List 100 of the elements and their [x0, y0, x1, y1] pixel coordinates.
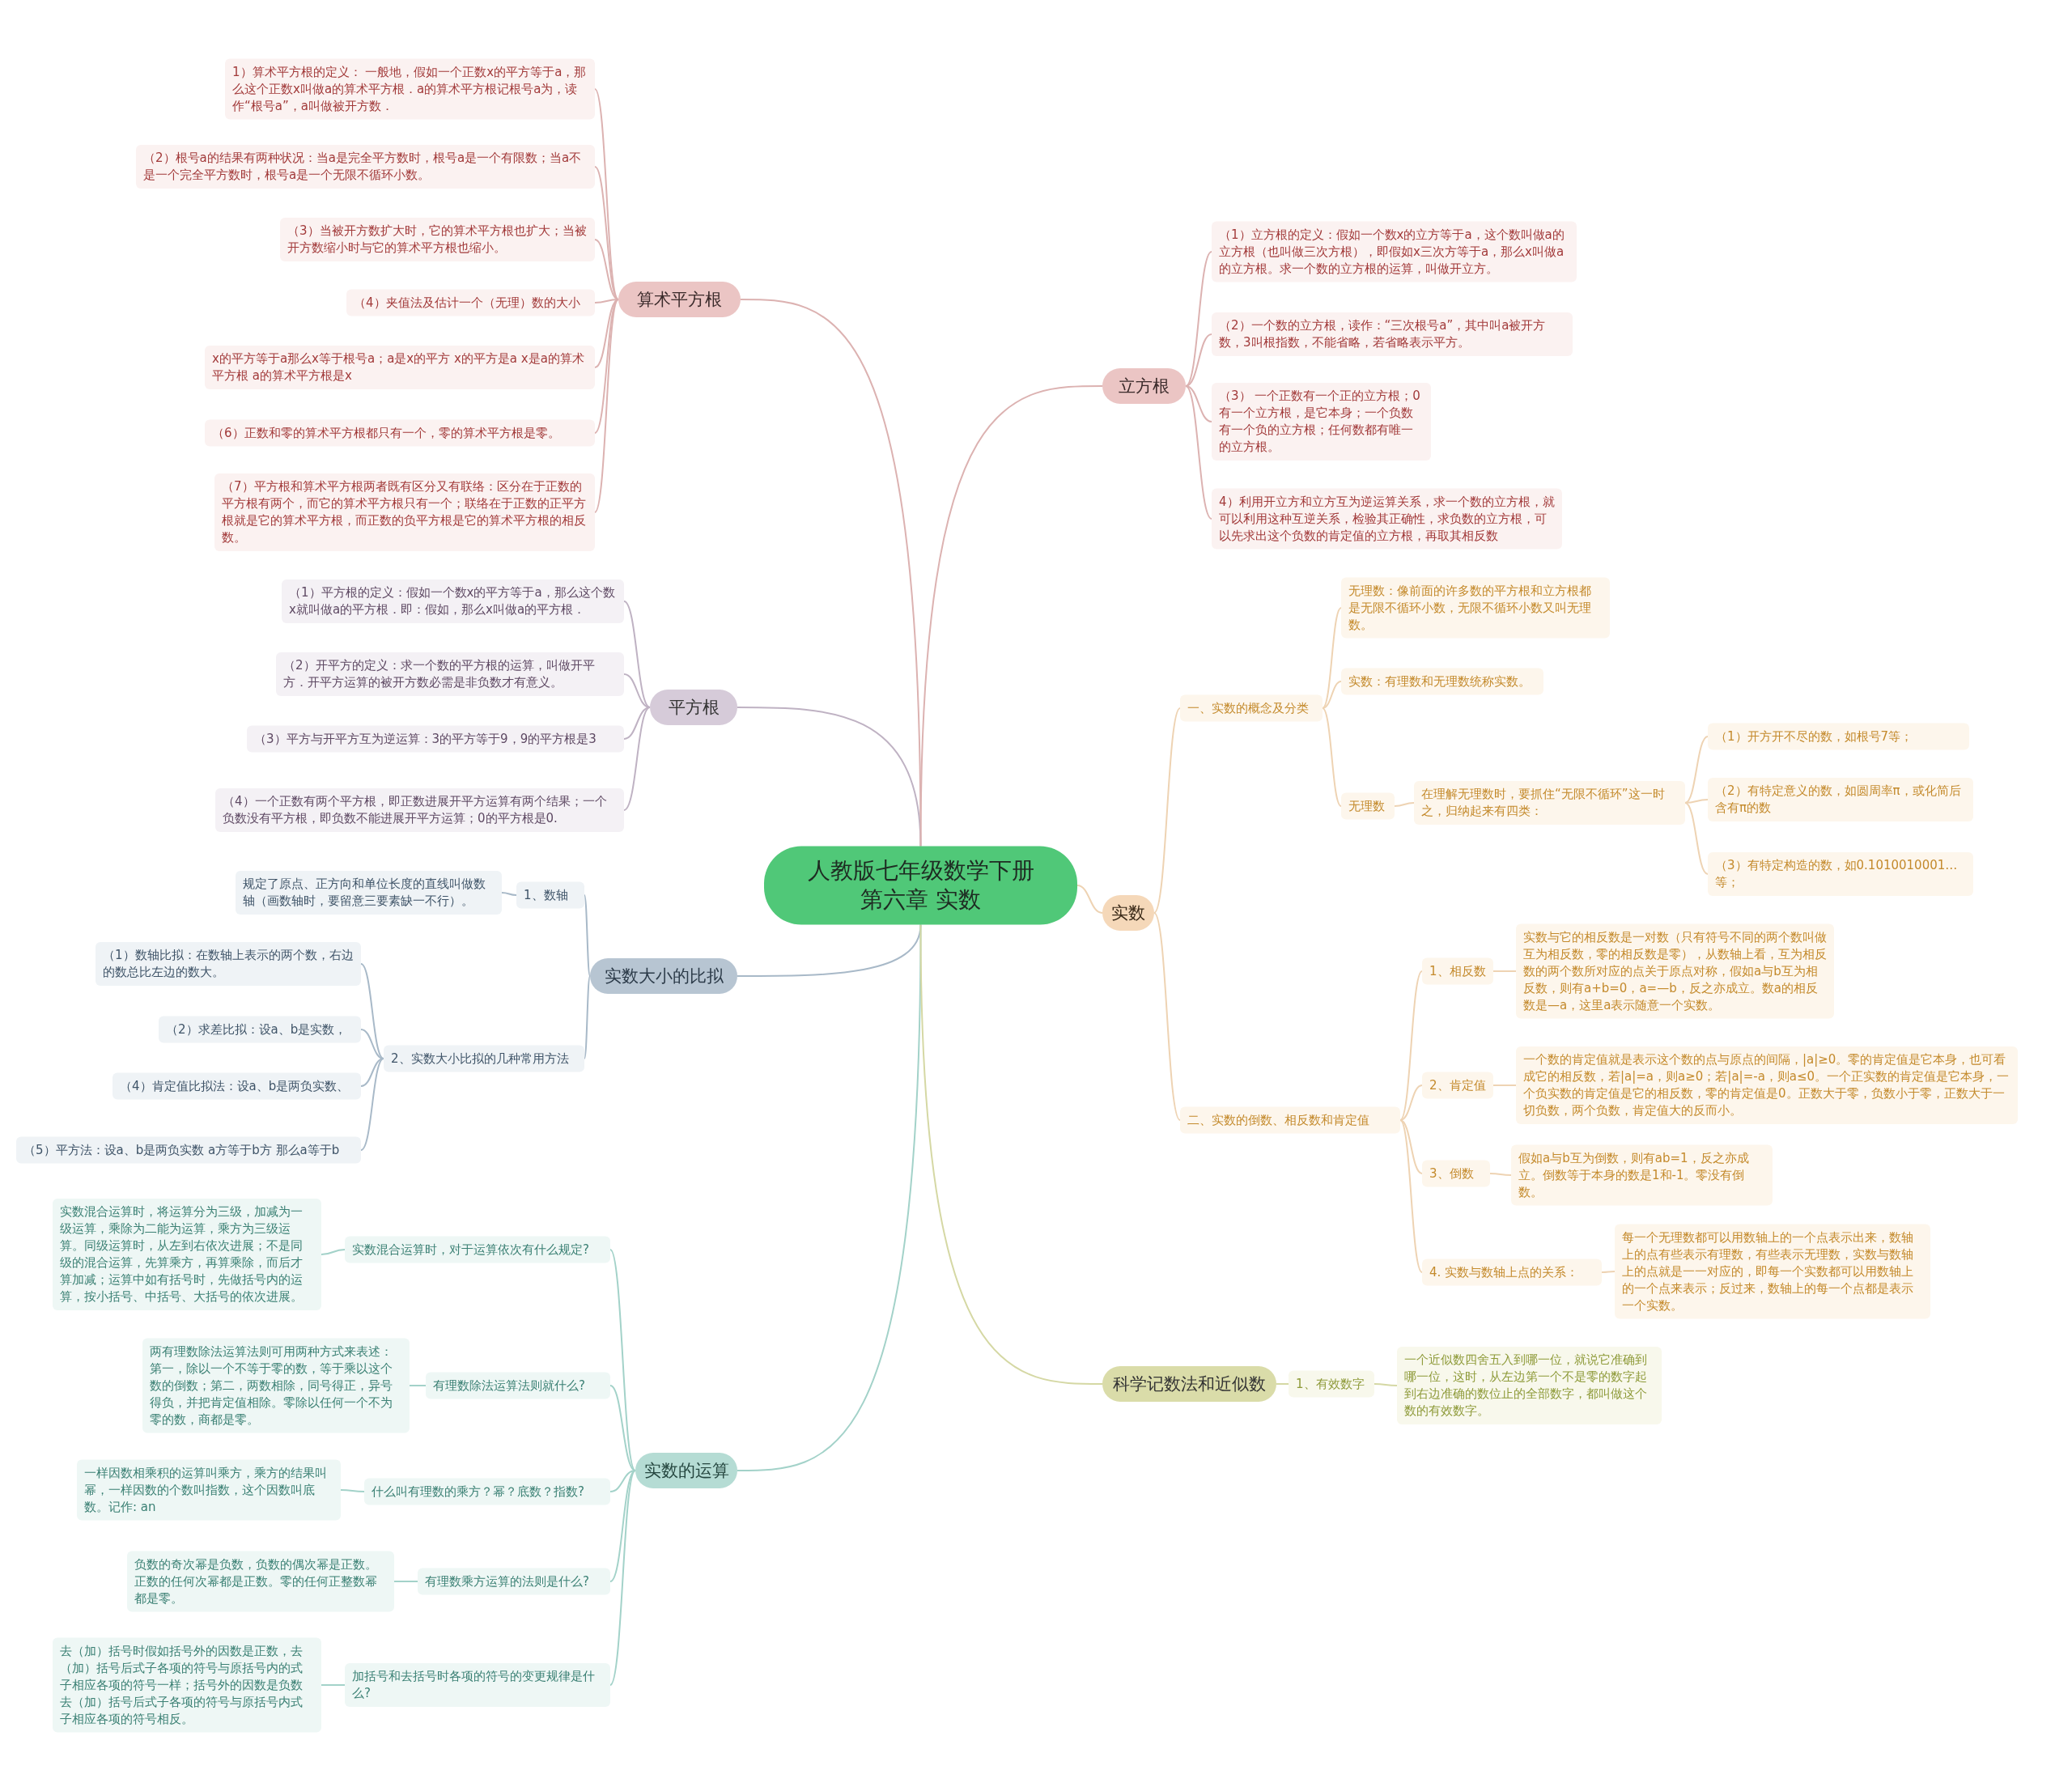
- connector-line: [1684, 736, 1709, 804]
- connector-line: [584, 975, 591, 1059]
- note-card: [1422, 1259, 1602, 1286]
- note-card: [345, 1236, 610, 1263]
- connector-line: [919, 923, 1103, 1385]
- note-text: （2）开平方的定义：求一个数的平方根的运算，叫做开平方．开平方运算的被开方数必需是非负数才有意义。: [283, 657, 596, 691]
- note-card: [53, 1637, 321, 1733]
- note-card: [113, 1072, 361, 1100]
- note-text: （3）有特定构造的数，如0.1010010001…等；: [1715, 857, 1959, 891]
- note-card: [1511, 1144, 1773, 1206]
- connector-line: [1153, 912, 1181, 1121]
- note-text: （2）求差比拟：设a、b是实数，: [166, 1021, 348, 1038]
- note-text: 4）利用开立方和立方互为逆运算关系，求一个数的立方根，就可以利用这种互逆关系，检验其正确性，求负数的立方根，可以先求出这个负数的肯定值的立方根，再取其相反数: [1219, 493, 1555, 545]
- note-text: （3）平方与开平方互为逆运算：3的平方等于9，9的平方根是3: [254, 730, 597, 748]
- note-text: 规定了原点、正方向和单位长度的直线叫做数轴（画数轴时，要留意三要素缺一不行）。: [243, 876, 486, 910]
- connector-line: [321, 1249, 346, 1255]
- note-card: [276, 652, 624, 696]
- connector-line: [919, 385, 1103, 847]
- connector-line: [609, 1470, 636, 1582]
- note-text: 两有理数除法运算法则可用两种方式来表述：第一，除以一个不等于零的数，等于乘以这个数的倒数；第二，两数相除，同号得正，异号得负，并把肯定值相除。零除以任何一个不为零的数，商都是零。: [150, 1343, 393, 1428]
- note-text: 负数的奇次幂是负数，负数的偶次幂是正数。正数的任何次幂都是正数。零的任何正整数幂都是零。: [134, 1556, 378, 1607]
- connector-line: [409, 1385, 427, 1386]
- connector-line: [1185, 333, 1212, 387]
- note-text: 实数：有理数和无理数统称实数。: [1348, 673, 1531, 690]
- note-card: [1180, 1106, 1400, 1134]
- note-text: 加括号和去括号时各项的符号的变更规律是什么?: [352, 1668, 596, 1702]
- note-text: （1）开方开不尽的数，如根号7等；: [1715, 728, 1914, 745]
- note-text: 一个数的肯定值就是表示这个数的点与原点的间隔，|a|≥0。零的肯定值是它本身，也可看成它的相反数，若|a|=a，则a≥0；若|a|=-a，则a≤0。一个正实数的肯定值是它本身，一个负实数的肯定值是它的相反数，零的肯定值是0。正数大于零，负数小于零，正数大于一切负数，两个负数，肯定值大的反而小。: [1523, 1051, 2010, 1119]
- connector-line: [1322, 681, 1342, 709]
- note-card: [247, 725, 624, 753]
- connector-line: [737, 923, 922, 1471]
- note-text: 一样因数相乘积的运算叫乘方，乘方的结果叫幂，一样因数的个数叫指数，这个因数叫底数。记作: an: [84, 1464, 328, 1516]
- note-card: [345, 1663, 610, 1707]
- note-card: [1341, 668, 1543, 695]
- branch-title: 立方根: [1118, 376, 1170, 397]
- connector-line: [1276, 1383, 1289, 1385]
- connector-line: [609, 1470, 636, 1492]
- note-text: 2、肯定值: [1429, 1076, 1486, 1094]
- note-text: （2）一个数的立方根，读作：“三次根号a”，其中叫a被开方数，3叫根指数，不能省略，若省略表示平方。: [1219, 317, 1547, 351]
- note-card: [1422, 1072, 1493, 1099]
- branch-topic-pill: [590, 958, 737, 994]
- note-text: 3、倒数: [1429, 1165, 1475, 1182]
- branch-title: 实数大小的比拟: [603, 966, 724, 987]
- note-text: 无理数: [1348, 797, 1386, 815]
- note-text: 实数混合运算时，对于运算依次有什么规定?: [352, 1241, 590, 1259]
- branch-topic-pill: [650, 690, 737, 725]
- note-card: [1212, 221, 1577, 282]
- note-card: [280, 218, 595, 261]
- branch-title: 实数的运算: [643, 1460, 729, 1482]
- note-card: [96, 942, 361, 986]
- connector-line: [1153, 707, 1181, 914]
- branch-topic-pill: [618, 282, 741, 317]
- note-text: 4. 实数与数轴上点的关系：: [1429, 1263, 1580, 1281]
- note-text: 假如a与b互为倒数，则有ab=1，反之亦成立。倒数等于本身的数是1和-1。零没有倒数。: [1518, 1149, 1750, 1201]
- connector-line: [623, 601, 651, 708]
- note-card: [1414, 781, 1685, 825]
- connector-line: [1684, 802, 1709, 875]
- note-card: [205, 419, 595, 447]
- connector-line: [1492, 1085, 1517, 1086]
- note-text: （1）数轴比拟：在数轴上表示的两个数，右边的数总比左边的数大。: [103, 947, 354, 981]
- connector-line: [360, 1029, 384, 1059]
- branch-topic-pill: [1102, 1366, 1276, 1402]
- note-text: 1、有效数字: [1296, 1375, 1365, 1393]
- connector-line: [594, 299, 619, 513]
- connector-line: [609, 1385, 636, 1471]
- note-text: 有理数除法运算法则就什么?: [433, 1377, 586, 1394]
- connector-line: [340, 1489, 365, 1492]
- connector-line: [1185, 251, 1212, 387]
- connector-line: [1185, 385, 1212, 422]
- note-card: [426, 1372, 610, 1399]
- connector-line: [360, 1058, 384, 1151]
- connector-line: [584, 894, 591, 977]
- note-card: [53, 1199, 321, 1310]
- connector-line: [1399, 970, 1423, 1121]
- note-text: 有理数乘方运算的法则是什么?: [425, 1573, 590, 1590]
- connector-line: [1399, 1085, 1423, 1121]
- note-text: x的平方等于a那么x等于根号a；a是x的平方 x的平方是a x是a的算术平方根 a的算术平方根是x: [212, 350, 585, 384]
- note-text: 什么叫有理数的乘方？幂？底数？指数?: [372, 1483, 585, 1500]
- connector-line: [1394, 802, 1415, 807]
- note-card: [1615, 1224, 1930, 1319]
- branch-title: 平方根: [667, 697, 720, 719]
- note-text: （2）有特定意义的数，如圆周率π，或化简后含有π的数: [1715, 783, 1962, 817]
- connector-line: [609, 1470, 636, 1686]
- note-card: [418, 1568, 610, 1595]
- note-card: [516, 881, 584, 909]
- branch-topic-pill: [1102, 895, 1154, 931]
- connector-line: [360, 963, 384, 1059]
- note-text: （4）一个正数有两个平方根，即正数进展开平方运算有两个结果；一个负数没有平方根，即负数不能进展开平方运算；0的平方根是0.: [223, 793, 608, 827]
- connector-line: [594, 88, 619, 300]
- branch-title: 科学记数法和近似数: [1112, 1373, 1267, 1395]
- connector-line: [501, 892, 517, 896]
- note-card: [236, 871, 502, 915]
- note-text: 每一个无理数都可以用数轴上的一个点表示出来，数轴上的点有些表示有理数，有些表示无理数，实数与数轴上的点就是一一对应的，即每一个实数都可以用数轴上的一个点来表示；反过来，数轴上的每一个点都是表示一个实数。: [1622, 1229, 1914, 1314]
- note-text: 一个近似数四舍五入到哪一位，就说它准确到哪一位，这时，从左边第一个不是零的数字起到右边准确的数位止的全部数字，都叫做这个数的有效数字。: [1404, 1352, 1648, 1420]
- note-card: [215, 788, 624, 832]
- note-card: [364, 1478, 610, 1505]
- note-text: （6）正数和零的算术平方根都只有一个，零的算术平方根是零。: [212, 424, 561, 442]
- note-card: [77, 1459, 341, 1521]
- note-text: 实数混合运算时，将运算分为三级，加减为一级运算，乘除为二能为运算，乘方为三级运算。同级运算时，从左到右依次进展；不是同级的混合运算，先算乘方，再算乘除，而后才算加减；运算中如有括号时，先做括号内的运算，按小括号、中括号、大括号的依次进展。: [60, 1203, 304, 1305]
- note-text: （1）立方根的定义：假如一个数x的立方等于a，这个数叫做a的立方根（也叫做三次方根），即假如x三次方等于a，那么x叫做a的立方根。求一个数的立方根的运算，叫做开立方。: [1219, 226, 1565, 278]
